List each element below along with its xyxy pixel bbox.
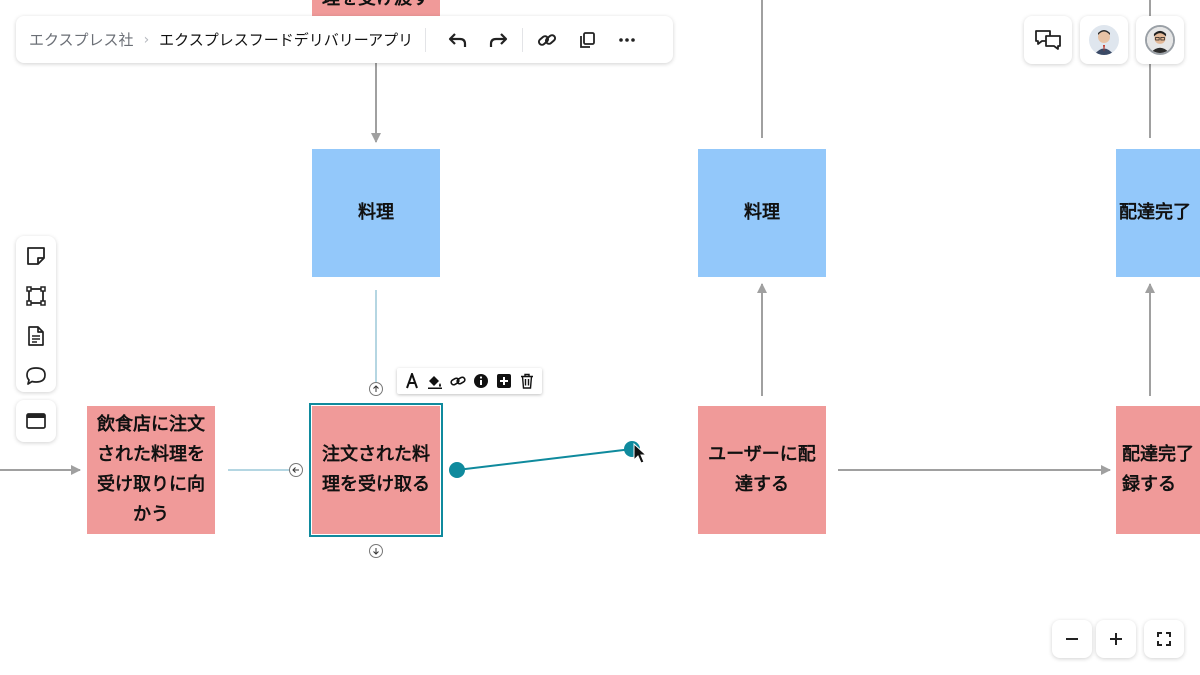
connect-handle-left[interactable] — [289, 463, 303, 477]
duplicate-button[interactable] — [567, 20, 607, 60]
fill-color-icon — [427, 376, 442, 389]
fit-screen-icon — [1157, 632, 1171, 646]
note-text: 飲食店に注文された料理を受け取りに向かう — [97, 414, 205, 525]
sticky-note-delivered[interactable]: 配達完了 — [1116, 149, 1200, 277]
copy-icon — [580, 31, 596, 48]
link-icon — [450, 376, 466, 386]
draft-connector[interactable] — [456, 448, 633, 471]
delete-button[interactable] — [517, 371, 537, 391]
sticky-note-delivered-record[interactable]: 配達完了録する — [1116, 406, 1200, 534]
redo-icon — [490, 32, 508, 47]
comment-icon — [26, 367, 46, 385]
sticky-note-dish-2[interactable]: 料理 — [698, 149, 826, 277]
sticky-note-icon — [27, 247, 45, 265]
arrow-left-icon — [292, 467, 299, 473]
fill-color-button[interactable] — [425, 371, 445, 391]
note-text: 料理 — [744, 202, 780, 223]
avatar — [1089, 25, 1119, 55]
document-icon — [28, 326, 44, 346]
sticky-note-receive-order[interactable]: 注文された料理を受け取る — [309, 403, 443, 537]
arrow-up-icon — [373, 385, 379, 392]
fit-screen-button[interactable] — [1144, 620, 1184, 658]
sticky-note-head-to-restaurant[interactable]: 飲食店に注文された料理を受け取りに向かう — [87, 406, 215, 534]
avatar — [1145, 25, 1175, 55]
zoom-in-button[interactable] — [1096, 620, 1136, 658]
more-icon — [619, 37, 635, 42]
note-text: 料理 — [358, 202, 394, 223]
divider — [425, 27, 427, 52]
link-button[interactable] — [448, 371, 468, 391]
collaborator-avatar-1[interactable] — [1080, 16, 1128, 64]
connect-handle-down[interactable] — [369, 544, 383, 558]
text-format-button[interactable] — [402, 371, 422, 391]
undo-icon — [449, 32, 467, 47]
frame-tool[interactable] — [16, 276, 56, 316]
info-icon — [474, 374, 489, 388]
frame-icon — [26, 286, 46, 306]
undo-button[interactable] — [438, 20, 478, 60]
info-button[interactable] — [471, 371, 491, 391]
left-toolbar-secondary — [16, 400, 56, 442]
zoom-out-icon — [1066, 638, 1078, 640]
comment-tool[interactable] — [16, 356, 56, 396]
note-text: 配達完了 — [1119, 202, 1191, 223]
card-tool[interactable] — [16, 400, 56, 442]
comments-button[interactable] — [1024, 16, 1072, 64]
draft-connector-start[interactable] — [449, 462, 465, 478]
chevron-right-icon: › — [143, 31, 150, 48]
mouse-cursor-icon — [633, 442, 648, 464]
comments-icon — [1035, 30, 1061, 50]
add-icon — [497, 374, 512, 388]
zoom-out-button[interactable] — [1052, 620, 1092, 658]
sticky-note-tool[interactable] — [16, 236, 56, 276]
divider — [522, 27, 524, 52]
connect-handle-up[interactable] — [369, 382, 383, 396]
more-options-button[interactable] — [607, 20, 647, 60]
document-tool[interactable] — [16, 316, 56, 356]
trash-icon — [521, 373, 534, 389]
link-icon — [538, 33, 557, 46]
breadcrumb-org[interactable]: エクスプレス社 — [29, 31, 134, 49]
note-text: 配達完了録する — [1122, 444, 1194, 495]
zoom-in-icon — [1110, 633, 1122, 645]
sticky-note-dish-1[interactable]: 料理 — [312, 149, 440, 277]
left-toolbar — [16, 236, 56, 392]
arrow-down-icon — [373, 548, 379, 555]
note-text: ユーザーに配達する — [708, 444, 816, 495]
breadcrumb-board-title[interactable]: エクスプレスフードデリバリーアプリ — [159, 31, 414, 49]
note-text: 注文された料理を受け取る — [322, 444, 430, 495]
share-link-button[interactable] — [527, 20, 567, 60]
redo-button[interactable] — [478, 20, 518, 60]
sticky-note-top-partial[interactable]: 理を受け渡す — [312, 0, 440, 16]
collaborator-avatar-2[interactable] — [1136, 16, 1184, 64]
sticky-note-deliver-to-user[interactable]: ユーザーに配達する — [698, 406, 826, 534]
note-context-menu — [397, 368, 542, 394]
text-format-icon — [405, 373, 418, 389]
card-icon — [26, 413, 46, 429]
add-button[interactable] — [494, 371, 514, 391]
board-header-bar: エクスプレス社 › エクスプレスフードデリバリーアプリ — [16, 16, 673, 63]
